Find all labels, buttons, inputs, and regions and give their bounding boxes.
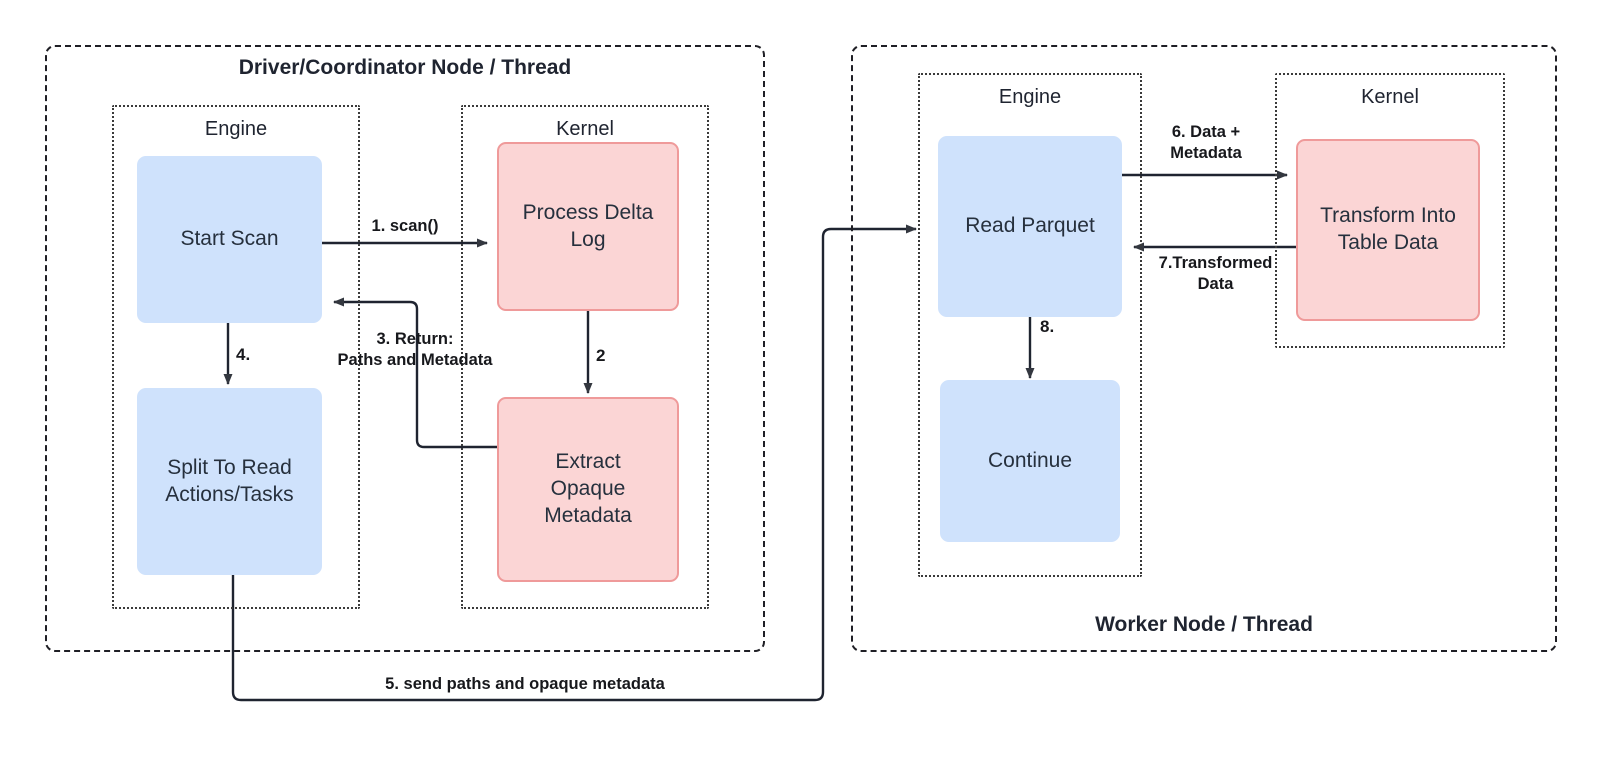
edge-label-3-return: 3. Return: Paths and Metadata xyxy=(337,330,493,369)
edge-label-7-transformed-data: 7.Transformed Data xyxy=(1158,254,1273,293)
group-worker-kernel xyxy=(1275,73,1505,348)
edge-label-8: 8. xyxy=(1040,317,1055,336)
node-split-to-read-actions[interactable]: Split To Read Actions/Tasks xyxy=(137,388,322,575)
group-worker-kernel-title: Kernel xyxy=(1361,86,1419,108)
node-start-scan[interactable]: Start Scan xyxy=(137,156,322,323)
node-transform-into-table-data[interactable]: Transform Into Table Data xyxy=(1296,139,1480,321)
node-extract-opaque-metadata[interactable]: Extract Opaque Metadata xyxy=(497,397,679,582)
group-worker-engine xyxy=(918,73,1142,577)
zone-worker-node xyxy=(851,45,1557,652)
edge-label-6-data-metadata: 6. Data + Metadata xyxy=(1170,123,1242,162)
node-process-delta-log[interactable]: Process Delta Log xyxy=(497,142,679,311)
edge-label-4: 4. xyxy=(236,345,251,364)
group-driver-kernel-title: Kernel xyxy=(556,118,614,140)
node-continue[interactable]: Continue xyxy=(940,380,1120,542)
group-driver-engine xyxy=(112,105,360,609)
zone-driver-title: Driver/Coordinator Node / Thread xyxy=(238,56,572,79)
node-read-parquet[interactable]: Read Parquet xyxy=(938,136,1122,317)
edge-label-5-send-paths: 5. send paths and opaque metadata xyxy=(385,675,665,693)
edge-label-1-scan: 1. scan() xyxy=(371,217,439,235)
group-driver-engine-title: Engine xyxy=(204,118,268,140)
group-driver-kernel xyxy=(461,105,709,609)
edge-5-send-paths-path xyxy=(231,224,917,702)
edge-3-return-path xyxy=(333,297,497,449)
group-worker-engine-title: Engine xyxy=(998,86,1062,108)
zone-driver-coordinator xyxy=(45,45,765,652)
zone-worker-title: Worker Node / Thread xyxy=(1095,613,1313,636)
edge-label-2: 2 xyxy=(596,346,606,365)
